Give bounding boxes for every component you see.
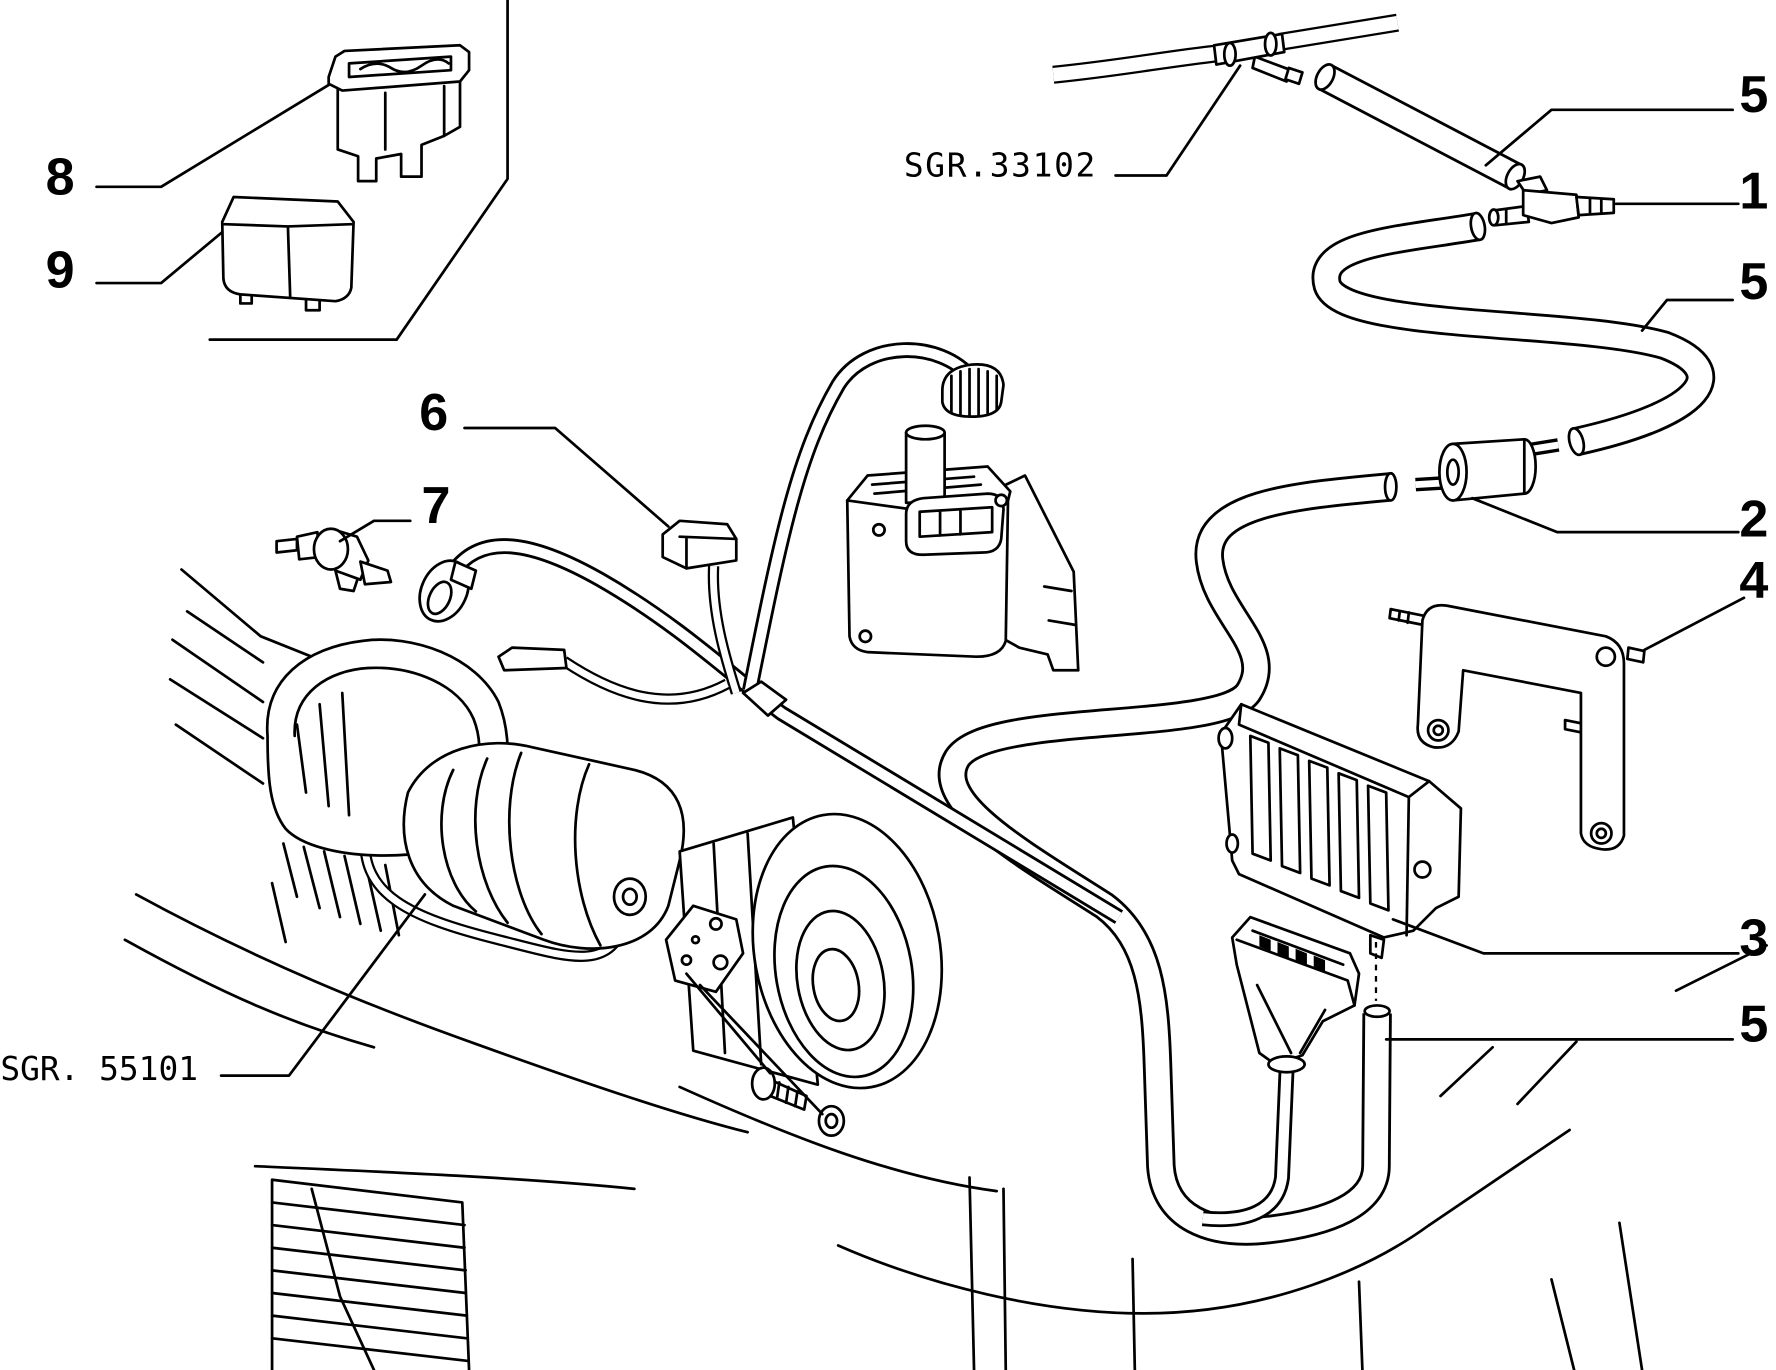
callout-7: 7 xyxy=(422,477,451,535)
callout-3: 3 xyxy=(1739,910,1768,968)
leader-line-9 xyxy=(95,230,224,285)
ecu-module-part-3 xyxy=(1217,702,1463,960)
leader-line-plate-bolt xyxy=(685,972,824,1116)
callout-4: 4 xyxy=(1739,552,1768,610)
hose-part-5-bottom xyxy=(1363,942,1391,1019)
ecu-connector xyxy=(1230,915,1361,1074)
fuse-part-8 xyxy=(327,43,471,183)
washer xyxy=(817,1104,846,1137)
mounting-plate xyxy=(664,904,745,994)
callout-5-middle: 5 xyxy=(1739,253,1768,311)
bracket-part-4 xyxy=(1388,603,1646,851)
callout-8: 8 xyxy=(46,149,75,207)
connector-part-6 xyxy=(661,519,738,570)
leader-lines xyxy=(95,64,1746,1116)
bolt xyxy=(750,1066,808,1111)
callout-5-top: 5 xyxy=(1739,66,1768,124)
leader-line-6 xyxy=(463,426,670,528)
leader-line-sgr-33102 xyxy=(1114,64,1242,177)
leader-line-5-middle xyxy=(1640,298,1735,332)
leader-line-7 xyxy=(338,519,412,543)
tee-fitting-part-1 xyxy=(1487,175,1616,227)
frame-border-lines xyxy=(208,0,509,342)
leader-line-2 xyxy=(1470,496,1740,534)
fuel-hose-long xyxy=(937,471,1398,1246)
car-body-outline xyxy=(123,568,1768,1370)
leader-line-5-top xyxy=(1484,108,1735,167)
air-filter-housing xyxy=(678,812,944,1090)
valve-part-7 xyxy=(275,527,393,593)
leader-line-sgr-55101 xyxy=(219,893,427,1077)
fuel-filter-part-2 xyxy=(1415,437,1560,502)
leader-line-8 xyxy=(95,83,331,189)
reference-code-sgr-55101: SGR. 55101 xyxy=(0,1050,198,1088)
hose-part-5-top xyxy=(1314,63,1527,191)
reference-code-sgr-33102: SGR.33102 xyxy=(904,147,1097,185)
callout-1: 1 xyxy=(1739,162,1768,220)
hose-part-5-middle xyxy=(1311,211,1716,457)
air-intake-duct xyxy=(402,741,686,950)
leader-line-3 xyxy=(1391,918,1740,955)
callout-9: 9 xyxy=(46,242,75,300)
leader-line-4 xyxy=(1642,596,1746,652)
fuel-rail-pipe xyxy=(1052,13,1399,86)
callout-6: 6 xyxy=(419,384,448,442)
relay-part-9 xyxy=(220,195,355,312)
ignition-coil xyxy=(845,363,1080,672)
callout-5-bottom: 5 xyxy=(1739,996,1768,1054)
callout-2: 2 xyxy=(1739,491,1768,549)
